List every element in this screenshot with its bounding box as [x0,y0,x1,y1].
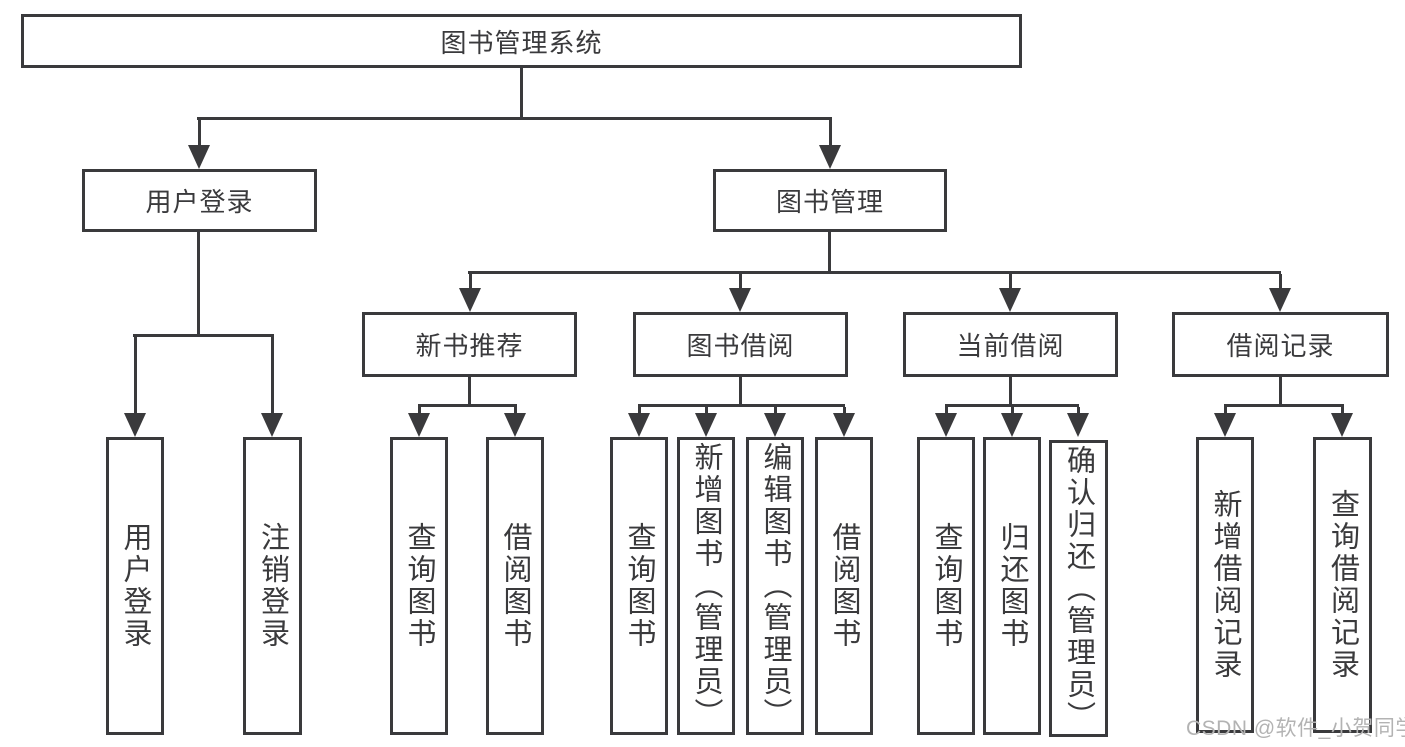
connector-arrow [1001,407,1023,437]
connector-line [418,404,517,407]
leaf-logout: 注销登录 [243,437,302,735]
leaf-label: 确认归还（管理员） [1062,444,1095,733]
leaf-label: 编辑图书（管理员） [759,442,791,730]
connector-line [1009,377,1012,406]
connector-line [828,232,831,274]
connector-line [638,404,845,407]
leaf-label: 新增借阅记录 [1209,489,1241,681]
leaf-label: 借阅图书 [828,522,860,650]
connector-arrow [261,337,283,437]
leaf-add-books-admin: 新增图书（管理员） [677,437,735,735]
leaf-label: 查询图书 [403,522,435,650]
connector-arrow [408,407,430,437]
leaf-confirm-return-admin: 确认归还（管理员） [1049,440,1108,737]
leaf-label: 查询借阅记录 [1326,489,1359,681]
connector-arrow [1331,407,1353,437]
leaf-label: 查询图书 [623,522,655,650]
leaf-query-borrow-record: 查询借阅记录 [1313,437,1372,733]
connector-arrow [999,274,1021,312]
leaf-user-login: 用户登录 [106,437,164,735]
leaf-return-books: 归还图书 [983,437,1041,735]
connector-line [945,404,1079,407]
connector-arrow [1067,407,1089,437]
node-book-borrowing: 图书借阅 [633,312,848,377]
node-library-system: 图书管理系统 [21,14,1022,68]
connector-arrow [459,274,481,312]
node-current-borrowing: 当前借阅 [903,312,1118,377]
leaf-borrow-books-recommend: 借阅图书 [486,437,544,735]
leaf-label: 归还图书 [996,522,1028,650]
watermark-text: CSDN @软件_小贺同学 [1186,717,1405,740]
leaf-query-books-recommend: 查询图书 [390,437,448,735]
leaf-label: 借阅图书 [499,522,531,650]
connector-arrow [764,407,786,437]
connector-arrow [124,337,146,437]
connector-arrow [628,407,650,437]
connector-arrow [833,407,855,437]
leaf-edit-books-admin: 编辑图书（管理员） [746,437,804,735]
connector-arrow [729,274,751,312]
connector-line [133,334,274,337]
connector-line [1279,377,1282,406]
leaf-query-books-current: 查询图书 [917,437,975,735]
connector-arrow [695,407,717,437]
connector-line [197,232,200,337]
leaf-query-books-borrowing: 查询图书 [610,437,668,735]
connector-line [197,117,832,120]
connector-arrow [188,120,210,169]
leaf-label: 注销登录 [256,522,289,650]
connector-arrow [1269,274,1291,312]
connector-line [468,377,471,406]
leaf-label: 查询图书 [930,522,962,650]
leaf-borrow-books-borrowing: 借阅图书 [815,437,873,735]
connector-arrow [935,407,957,437]
connector-arrow [819,120,841,169]
connector-line [468,271,1281,274]
node-borrowing-records: 借阅记录 [1172,312,1389,377]
node-book-management: 图书管理 [713,169,947,232]
node-new-book-recommend: 新书推荐 [362,312,577,377]
connector-line [520,68,523,118]
leaf-label: 新增图书（管理员） [690,442,722,730]
connector-arrow [504,407,526,437]
leaf-label: 用户登录 [119,522,151,650]
connector-arrow [1214,407,1236,437]
connector-line [739,377,742,406]
leaf-add-borrow-record: 新增借阅记录 [1196,437,1254,733]
connector-line [1224,404,1344,407]
node-user-login: 用户登录 [82,169,317,232]
